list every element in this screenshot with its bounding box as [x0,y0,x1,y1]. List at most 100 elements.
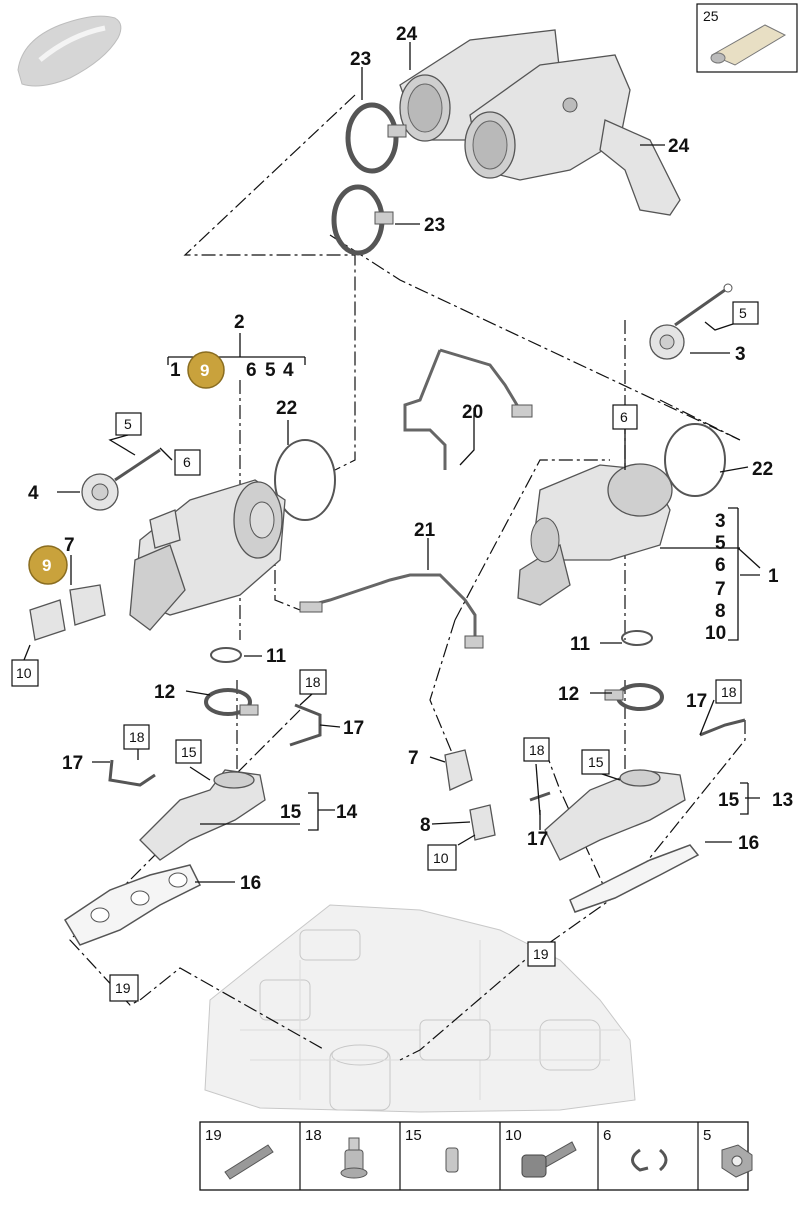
callout-2: 2 [234,312,245,333]
callout-23-lower: 23 [424,215,445,236]
callout-24-upper: 24 [396,24,418,45]
callout-1: 1 [768,566,779,587]
callout-12-left: 12 [154,682,175,703]
callout-5-list: 5 [715,533,726,554]
callout-10-center: 10 [433,850,449,866]
callout-1-group: 1 [170,360,181,381]
oxygen-sensor-upper [403,348,533,470]
callout-15-left: 15 [280,802,302,823]
engine-block-illustration [204,904,636,1113]
wastegate-actuator-right [649,283,733,360]
catalytic-converter-left [399,29,561,142]
sealant-tube-icon [696,3,798,73]
bracket-right-lower [529,791,551,802]
callout-11-left: 11 [266,646,287,667]
callout-3-list: 3 [715,511,726,532]
callout-24-right: 24 [668,136,690,157]
callout-17-right-lower: 17 [527,829,548,850]
clamp-right [604,683,664,711]
callout-20: 20 [462,402,483,423]
wastegate-actuator-left [81,448,161,511]
highlight-badge-lower-label: 9 [42,556,51,575]
circlip-icon [631,1148,668,1172]
callout-6-list: 6 [715,555,726,576]
callout-17-center: 17 [343,718,364,739]
catalytic-converter-right [464,54,681,216]
callout-18-right-upper: 18 [721,684,737,700]
callout-10-left: 10 [16,665,32,681]
callout-5-right: 5 [739,305,747,321]
sealing-ring-left [210,647,242,663]
manifold-gasket-left [63,864,202,946]
rivet-nut-icon [340,1137,368,1179]
v-band-clamp-upper [345,102,407,174]
callout-6-right: 6 [620,409,628,425]
callout-4-left: 4 [28,483,39,504]
callout-8-list: 8 [715,601,726,622]
callout-12-right: 12 [558,684,579,705]
parts-strip-label-10: 10 [505,1127,522,1144]
parts-strip-label-6: 6 [603,1127,611,1144]
callout-15-right: 15 [718,790,740,811]
callout-5-group: 5 [265,360,276,381]
bracket-right-upper [699,718,746,737]
sealing-ring-right [621,630,653,646]
manifold-gasket-right [569,844,700,913]
highlight-badge-upper[interactable] [187,351,225,389]
actuator-valve-left [29,584,106,641]
parts-strip-label-15: 15 [405,1127,422,1144]
turbocharger-right [517,463,673,606]
callout-5-left: 5 [124,416,132,432]
callout-10-list: 10 [705,623,726,644]
callout-13: 13 [772,790,793,811]
bracket-left [108,759,156,787]
parts-strip-label-18: 18 [305,1127,322,1144]
clamp-left [204,688,259,716]
actuator-center [444,749,496,841]
callout-17-left: 17 [62,753,83,774]
exhaust-manifold-left [139,769,266,861]
callout-3-right: 3 [735,344,746,365]
nut-icon [721,1144,753,1178]
highlight-badge-lower[interactable] [28,545,68,585]
turbocharger-left [129,479,286,631]
pin-icon [224,1144,274,1180]
callout-22-right: 22 [752,459,773,480]
callout-15-right-box: 15 [588,754,604,770]
oxygen-sensor-lower [299,573,484,649]
callout-21: 21 [414,520,436,541]
callout-15-left-box: 15 [181,744,197,760]
callout-25: 25 [703,8,719,24]
callout-18-right-lower: 18 [529,742,545,758]
callout-18-left: 18 [129,729,145,745]
v-band-clamp-lower [331,184,394,256]
callout-6-group: 6 [246,360,257,381]
callout-8-center: 8 [420,815,431,836]
callout-23-upper: 23 [350,49,371,70]
car-silhouette-icon [17,15,122,87]
callout-16-right: 16 [738,833,759,854]
callout-16-left: 16 [240,873,261,894]
seal-ring-left [274,439,336,521]
highlight-badge-upper-label: 9 [200,361,209,380]
callout-19-left: 19 [115,980,131,996]
callout-7-left: 7 [64,535,75,556]
callout-17-right-upper: 17 [686,691,707,712]
callout-19-right: 19 [533,946,549,962]
callout-4-group: 4 [283,360,294,381]
callout-14: 14 [336,802,358,823]
callout-6-left: 6 [183,454,191,470]
bolt-icon [521,1141,577,1178]
reference-boxes [11,301,759,1002]
parts-strip-label-5: 5 [703,1127,711,1144]
callout-7-center: 7 [408,748,419,769]
bracket-center [289,703,322,747]
callout-7-list: 7 [715,579,726,600]
small-parts-strip: 19 18 15 10 6 5 [199,1121,753,1191]
parts-strip-label-19: 19 [205,1127,222,1144]
callout-22-left: 22 [276,398,297,419]
seal-ring-right [664,423,726,497]
callout-11-right: 11 [570,634,591,655]
exhaust-manifold-right [544,769,686,861]
